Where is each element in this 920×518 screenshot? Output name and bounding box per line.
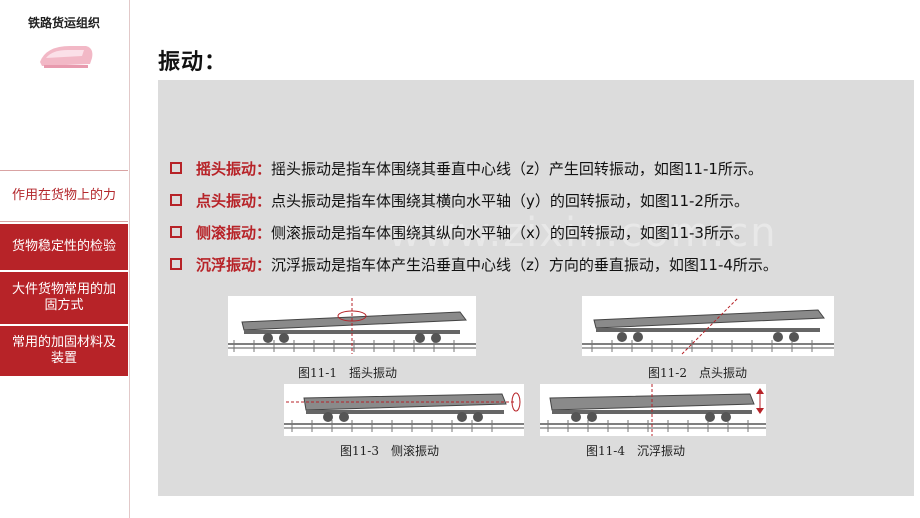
figure-bounce-vibration bbox=[540, 384, 766, 436]
sidebar-item-label: 货物稳定性的检验 bbox=[11, 239, 116, 254]
sidebar-item-reinforcement-materials[interactable]: 常用的加固材料及装置 bbox=[0, 326, 128, 376]
bullet-text: 摇头振动是指车体围绕其垂直中心线（z）产生回转振动，如图11-1所示。 bbox=[271, 159, 763, 178]
figure-yaw-vibration bbox=[228, 296, 476, 356]
bullet-text: 点头振动是指车体围绕其横向水平轴（y）的回转振动，如图11-2所示。 bbox=[271, 191, 749, 210]
bullet-text: 侧滚振动是指车体围绕其纵向水平轴（x）的回转振动，如图11-3所示。 bbox=[271, 223, 749, 242]
page-title: 振动： bbox=[158, 50, 228, 75]
sidebar-item-forces[interactable]: 作用在货物上的力 bbox=[0, 170, 128, 222]
figure-pitch-vibration bbox=[582, 296, 834, 356]
list-item: 沉浮振动： 沉浮振动是指车体产生沿垂直中心线（z）方向的垂直振动，如图11-4所… bbox=[170, 248, 910, 280]
list-item: 点头振动： 点头振动是指车体围绕其横向水平轴（y）的回转振动，如图11-2所示。 bbox=[170, 184, 910, 216]
figure-caption: 图11-2 点头振动 bbox=[648, 366, 747, 380]
brand-title: 铁路货运组织 bbox=[27, 16, 100, 30]
checkbox-bullet-icon bbox=[170, 226, 182, 238]
list-item: 摇头振动： 摇头振动是指车体围绕其垂直中心线（z）产生回转振动，如图11-1所示… bbox=[170, 152, 910, 184]
checkbox-bullet-icon bbox=[170, 194, 182, 206]
bullet-term: 侧滚振动： bbox=[196, 223, 272, 242]
sidebar-item-label: 常用的加固材料及装置 bbox=[11, 335, 116, 366]
train-logo-icon bbox=[40, 46, 93, 68]
railcar-yaw-illustration bbox=[228, 298, 476, 354]
sidebar-item-label: 大件货物常用的加固方式 bbox=[11, 282, 116, 313]
checkbox-bullet-icon bbox=[170, 162, 182, 174]
figure-caption: 图11-3 侧滚振动 bbox=[340, 444, 439, 458]
figure-roll-vibration bbox=[284, 384, 524, 436]
sidebar-item-reinforcement-methods[interactable]: 大件货物常用的加固方式 bbox=[0, 272, 128, 324]
bullet-text: 沉浮振动是指车体产生沿垂直中心线（z）方向的垂直振动，如图11-4所示。 bbox=[271, 255, 778, 274]
bullet-term: 点头振动： bbox=[196, 191, 272, 210]
railcar-roll-illustration bbox=[284, 392, 524, 432]
sidebar-item-label: 作用在货物上的力 bbox=[11, 188, 116, 203]
bullet-term: 摇头振动： bbox=[196, 159, 272, 178]
list-item: 侧滚振动： 侧滚振动是指车体围绕其纵向水平轴（x）的回转振动，如图11-3所示。 bbox=[170, 216, 910, 248]
bullet-list: 摇头振动： 摇头振动是指车体围绕其垂直中心线（z）产生回转振动，如图11-1所示… bbox=[170, 152, 910, 280]
figure-caption: 图11-4 沉浮振动 bbox=[586, 444, 685, 458]
content-panel: www.zixin.com.cn 摇头振动： 摇头振动是指车体围绕其垂直中心线（… bbox=[158, 80, 914, 496]
checkbox-bullet-icon bbox=[170, 258, 182, 270]
railcar-bounce-illustration bbox=[540, 384, 766, 436]
sidebar-nav: 作用在货物上的力 货物稳定性的检验 大件货物常用的加固方式 常用的加固材料及装置 bbox=[0, 170, 128, 376]
bullet-term: 沉浮振动： bbox=[196, 255, 272, 274]
figure-caption: 图11-1 摇头振动 bbox=[298, 366, 397, 380]
railcar-pitch-illustration bbox=[582, 297, 834, 355]
sidebar: 铁路货运组织 作用在货物上的力 货物稳定性的检验 大件货物常用的加固方式 常用的… bbox=[0, 0, 130, 518]
sidebar-item-stability[interactable]: 货物稳定性的检验 bbox=[0, 224, 128, 270]
